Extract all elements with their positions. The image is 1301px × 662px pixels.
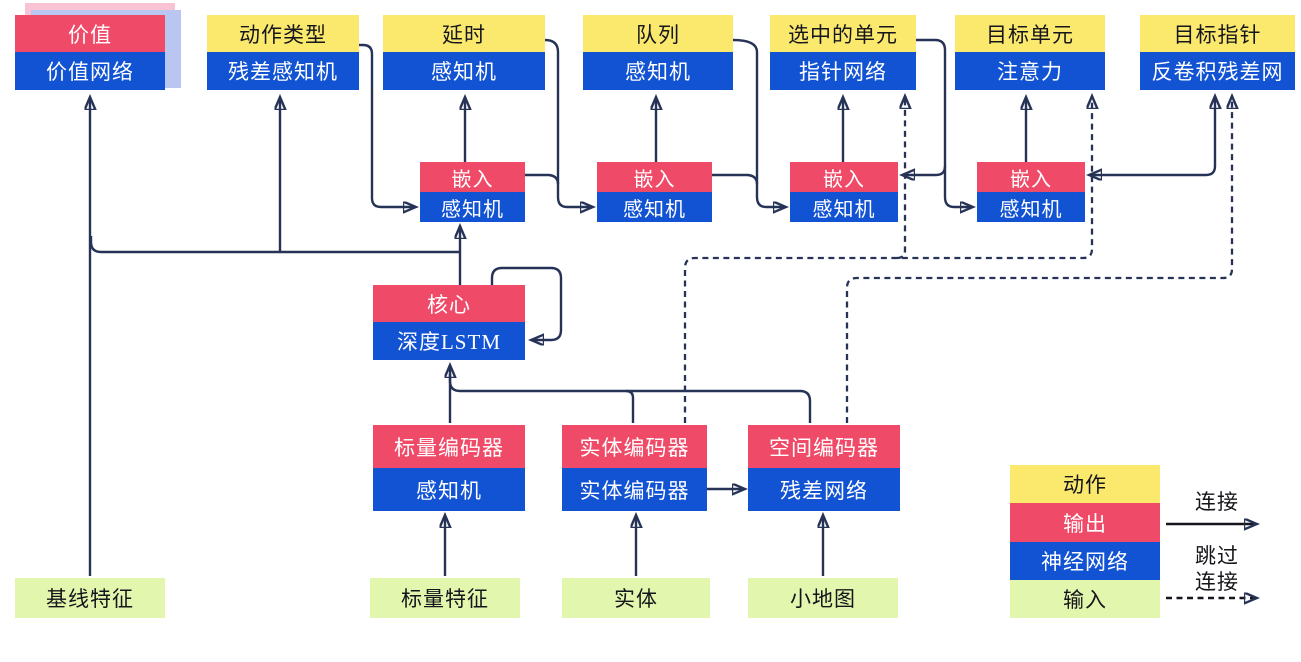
legend-input-label: 输入: [1010, 580, 1160, 618]
legend-action-label: 动作: [1010, 465, 1160, 503]
embed-2-network-label: 感知机: [597, 192, 712, 222]
embed-4-output-label: 嵌入: [977, 162, 1085, 192]
node-target-point: 目标指针 反卷积残差网: [1140, 15, 1295, 90]
embed-3-output-label: 嵌入: [790, 162, 898, 192]
target-unit-network-label: 注意力: [955, 52, 1105, 90]
edge-core-self-loop: [490, 266, 563, 340]
spatial-encoder-output-label: 空间编码器: [748, 425, 900, 468]
value-network-label: 价值网络: [15, 52, 165, 90]
node-scalar-encoder: 标量编码器 感知机: [373, 425, 525, 511]
legend-network-label: 神经网络: [1010, 542, 1160, 580]
node-selected-units: 选中的单元 指针网络: [770, 15, 916, 90]
edge-embed2-to-embed3: [712, 173, 759, 185]
target-unit-action-label: 目标单元: [955, 15, 1105, 52]
skip-spatial-encoder-to-target-point: [845, 97, 1232, 423]
node-action-type: 动作类型 残差感知机: [207, 15, 359, 90]
input-baseline-features: 基线特征: [15, 578, 165, 618]
scalar-encoder-output-label: 标量编码器: [373, 425, 525, 468]
action-type-action-label: 动作类型: [207, 15, 359, 52]
node-entity-encoder: 实体编码器 实体编码器: [562, 425, 707, 511]
edge-junction-to-embed3-back-arrow: [903, 165, 947, 175]
solid-connections: [89, 38, 1215, 576]
selected-units-network-label: 指针网络: [770, 52, 916, 90]
node-embed-3: 嵌入 感知机: [790, 162, 898, 222]
skip-branch-to-selected-units: [896, 97, 905, 260]
edge-queue-to-embed3: [732, 38, 785, 207]
embed-2-output-label: 嵌入: [597, 162, 712, 192]
edge-delay-to-embed2: [544, 38, 592, 207]
input-minimap: 小地图: [748, 578, 898, 618]
delay-network-label: 感知机: [383, 52, 545, 90]
embed-1-network-label: 感知机: [420, 192, 525, 222]
edge-selected-units-to-embed4: [916, 38, 972, 207]
node-embed-4: 嵌入 感知机: [977, 162, 1085, 222]
entity-encoder-network-label: 实体编码器: [562, 468, 707, 511]
edge-entity-encoder-to-bus: [625, 389, 635, 423]
legend-skip-label-line1: 跳过: [1195, 544, 1239, 568]
input-scalar-features: 标量特征: [370, 578, 520, 618]
legend-connection-label: 连接: [1195, 490, 1239, 514]
node-queue: 队列 感知机: [583, 15, 733, 90]
node-embed-2: 嵌入 感知机: [597, 162, 712, 222]
spatial-encoder-network-label: 残差网络: [748, 468, 900, 511]
target-point-action-label: 目标指针: [1140, 15, 1295, 52]
edge-embed1-to-embed2: [525, 173, 560, 185]
node-spatial-encoder: 空间编码器 残差网络: [748, 425, 900, 511]
embed-3-network-label: 感知机: [790, 192, 898, 222]
queue-network-label: 感知机: [583, 52, 733, 90]
value-output-label: 价值: [15, 15, 165, 52]
delay-action-label: 延时: [383, 15, 545, 52]
node-target-unit: 目标单元 注意力: [955, 15, 1105, 90]
edge-embed4-to-target-point: [1090, 97, 1215, 175]
action-type-network-label: 残差感知机: [207, 52, 359, 90]
skip-entity-encoder-to-target-unit: [683, 97, 1092, 423]
edge-action-type-to-embed1: [359, 43, 415, 207]
legend-color-key: 动作 输出 神经网络 输入: [1010, 465, 1160, 618]
legend-arrows: [1166, 524, 1256, 598]
core-output-label: 核心: [373, 285, 525, 322]
input-entities: 实体: [562, 578, 710, 618]
node-delay: 延时 感知机: [383, 15, 545, 90]
node-value: 价值 价值网络: [15, 15, 165, 90]
embed-4-network-label: 感知机: [977, 192, 1085, 222]
legend-output-label: 输出: [1010, 503, 1160, 542]
entity-encoder-output-label: 实体编码器: [562, 425, 707, 468]
scalar-encoder-network-label: 感知机: [373, 468, 525, 511]
core-network-label: 深度LSTM: [373, 322, 525, 360]
selected-units-action-label: 选中的单元: [770, 15, 916, 52]
skip-connections: [683, 97, 1232, 423]
node-core: 核心 深度LSTM: [373, 285, 525, 360]
edge-core-to-value-branch: [89, 236, 460, 254]
queue-action-label: 队列: [583, 15, 733, 52]
legend-skip-label-line2: 连接: [1195, 570, 1239, 594]
embed-1-output-label: 嵌入: [420, 162, 525, 192]
edge-spatial-encoder-bus: [448, 374, 812, 423]
target-point-network-label: 反卷积残差网: [1140, 52, 1295, 90]
node-embed-1: 嵌入 感知机: [420, 162, 525, 222]
